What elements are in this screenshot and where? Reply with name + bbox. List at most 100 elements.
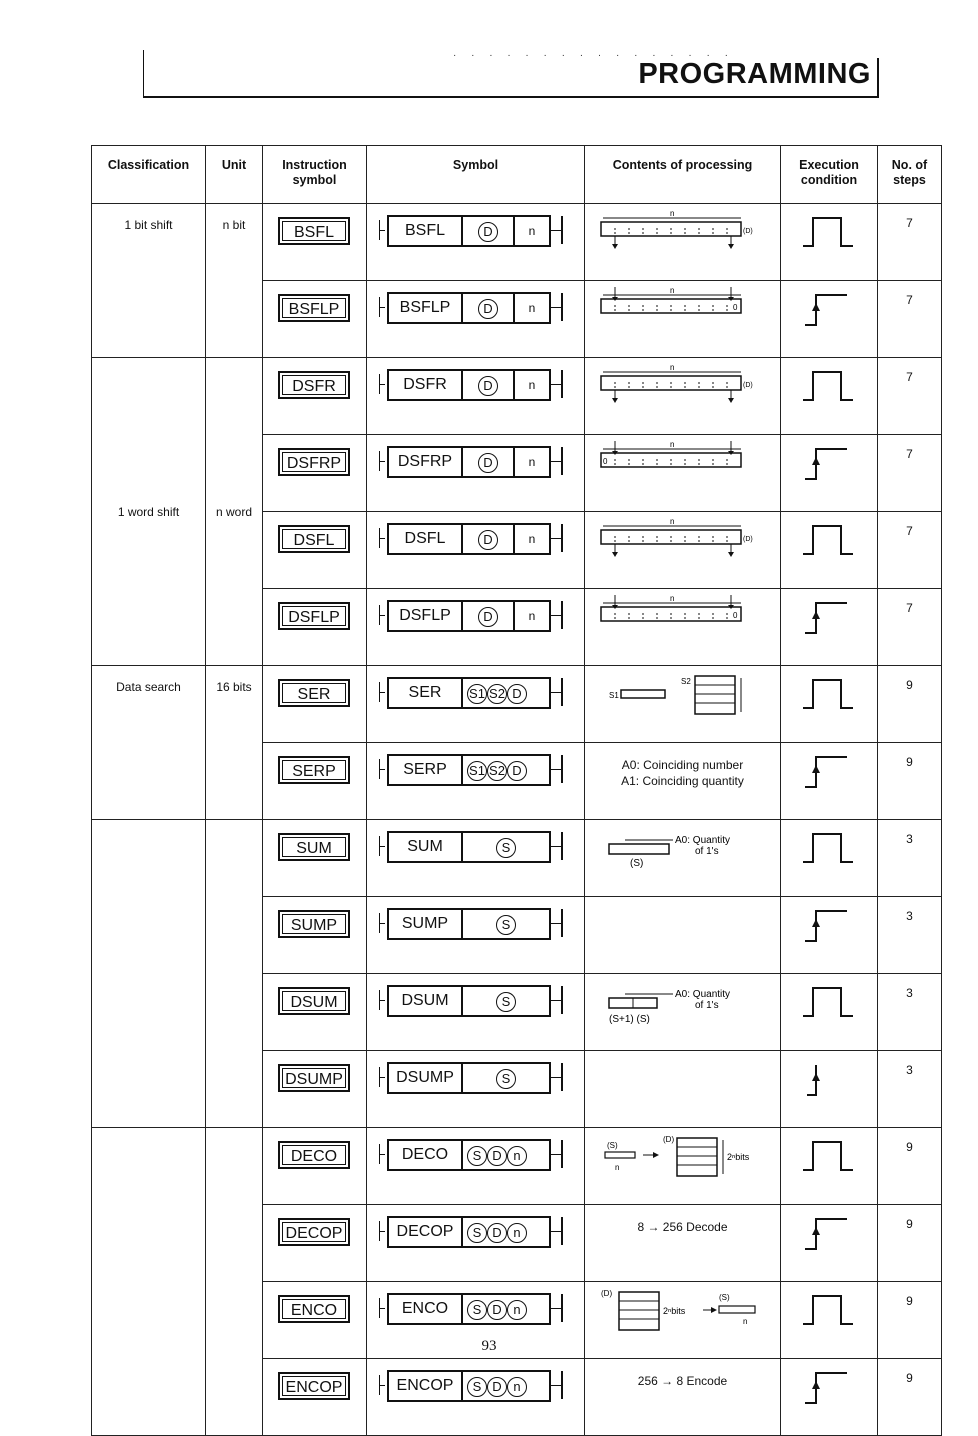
svg-text:S1: S1 xyxy=(609,691,619,700)
operand-s-icon: S xyxy=(467,1376,487,1397)
steps-cell: 7 xyxy=(877,280,942,358)
operand-s-icon: S xyxy=(467,1145,487,1166)
operand-d-icon: D xyxy=(478,221,498,242)
execution-cell xyxy=(780,434,878,512)
processing-cell: 256 → 8 Encode xyxy=(584,1358,781,1436)
ladder-instruction-name: DECO xyxy=(389,1141,463,1169)
rising-edge-exec-icon xyxy=(805,602,847,634)
instruction-cell: BSFLP xyxy=(262,280,367,358)
instruction-symbol: SUM xyxy=(278,833,350,861)
execution-cell xyxy=(780,588,878,666)
instruction-symbol: DSUMP xyxy=(278,1064,350,1092)
instruction-symbol: ENCO xyxy=(278,1295,350,1323)
shift-diagram: n0 xyxy=(600,594,742,622)
processing-cell: n(D) xyxy=(584,357,781,435)
ladder-instruction-name: ENCO xyxy=(389,1295,463,1323)
svg-text:0: 0 xyxy=(733,303,738,312)
instruction-cell: ENCOP xyxy=(262,1358,367,1436)
operand-s-icon: S xyxy=(496,1068,516,1089)
ladder-instruction-name: ENCOP xyxy=(389,1372,463,1400)
steps-cell: 9 xyxy=(877,1204,942,1282)
rising-edge-exec-icon xyxy=(805,1372,847,1404)
ladder-instruction-name: SUMP xyxy=(389,910,463,938)
instruction-symbol: BSFLP xyxy=(278,294,350,322)
pulse-exec-icon xyxy=(803,525,853,555)
instruction-cell: DSUMP xyxy=(262,1050,367,1128)
ladder-instruction-name: DSFL xyxy=(389,525,463,553)
classification-cell xyxy=(91,1127,206,1436)
operand-n-icon: n xyxy=(507,1145,527,1166)
operand-d-icon: D xyxy=(478,298,498,319)
unit-cell: 16 bits xyxy=(205,665,263,820)
instruction-cell: BSFL xyxy=(262,203,367,281)
encode-diagram: (D)2ⁿbits(S)n xyxy=(601,1289,756,1331)
execution-cell xyxy=(780,1204,878,1282)
execution-cell xyxy=(780,1358,878,1436)
ladder-instruction-name: SER xyxy=(389,679,463,707)
execution-cell xyxy=(780,357,878,435)
operand-d-icon: D xyxy=(478,375,498,396)
operand-s2-icon: S2 xyxy=(487,683,507,704)
svg-text:of 1's: of 1's xyxy=(695,846,719,857)
steps-cell: 7 xyxy=(877,357,942,435)
instruction-cell: DECOP xyxy=(262,1204,367,1282)
steps-cell: 7 xyxy=(877,203,942,281)
ladder-instruction-name: BSFL xyxy=(389,217,463,245)
instruction-cell: SER xyxy=(262,665,367,743)
pulse-exec-icon xyxy=(803,1141,853,1171)
operand-s-icon: S xyxy=(467,1299,487,1320)
svg-text:n: n xyxy=(670,363,674,372)
shift-diagram: n(D) xyxy=(600,209,753,249)
ladder-instruction-name: DECOP xyxy=(389,1218,463,1246)
ladder-instruction-name: SUM xyxy=(389,833,463,861)
unit-cell xyxy=(205,1127,263,1436)
page-header: · · · · · · · · · · · · · · · · PROGRAMM… xyxy=(143,50,879,98)
instruction-symbol: DSFLP xyxy=(278,602,350,630)
instruction-symbol: DECOP xyxy=(278,1218,350,1246)
svg-text:n: n xyxy=(670,209,674,218)
svg-text:n: n xyxy=(615,1163,619,1172)
unit-cell: n word xyxy=(205,357,263,666)
steps-cell: 7 xyxy=(877,588,942,666)
svg-text:n: n xyxy=(743,1317,747,1326)
operand-s-icon: S xyxy=(496,837,516,858)
operand-s-icon: S xyxy=(496,991,516,1012)
processing-cell: 8 → 256 Decode xyxy=(584,1204,781,1282)
processing-cell: (D)2ⁿbits(S)n xyxy=(584,1281,781,1359)
instruction-cell: DSFRP xyxy=(262,434,367,512)
instruction-symbol: DECO xyxy=(278,1141,350,1169)
operand-s-icon: S xyxy=(467,1222,487,1243)
header-dots: · · · · · · · · · · · · · · · · xyxy=(453,50,734,61)
col-unit: Unit xyxy=(205,145,263,204)
steps-cell: 9 xyxy=(877,1281,942,1359)
operand-d-icon: D xyxy=(478,452,498,473)
operand-d-icon: D xyxy=(478,606,498,627)
